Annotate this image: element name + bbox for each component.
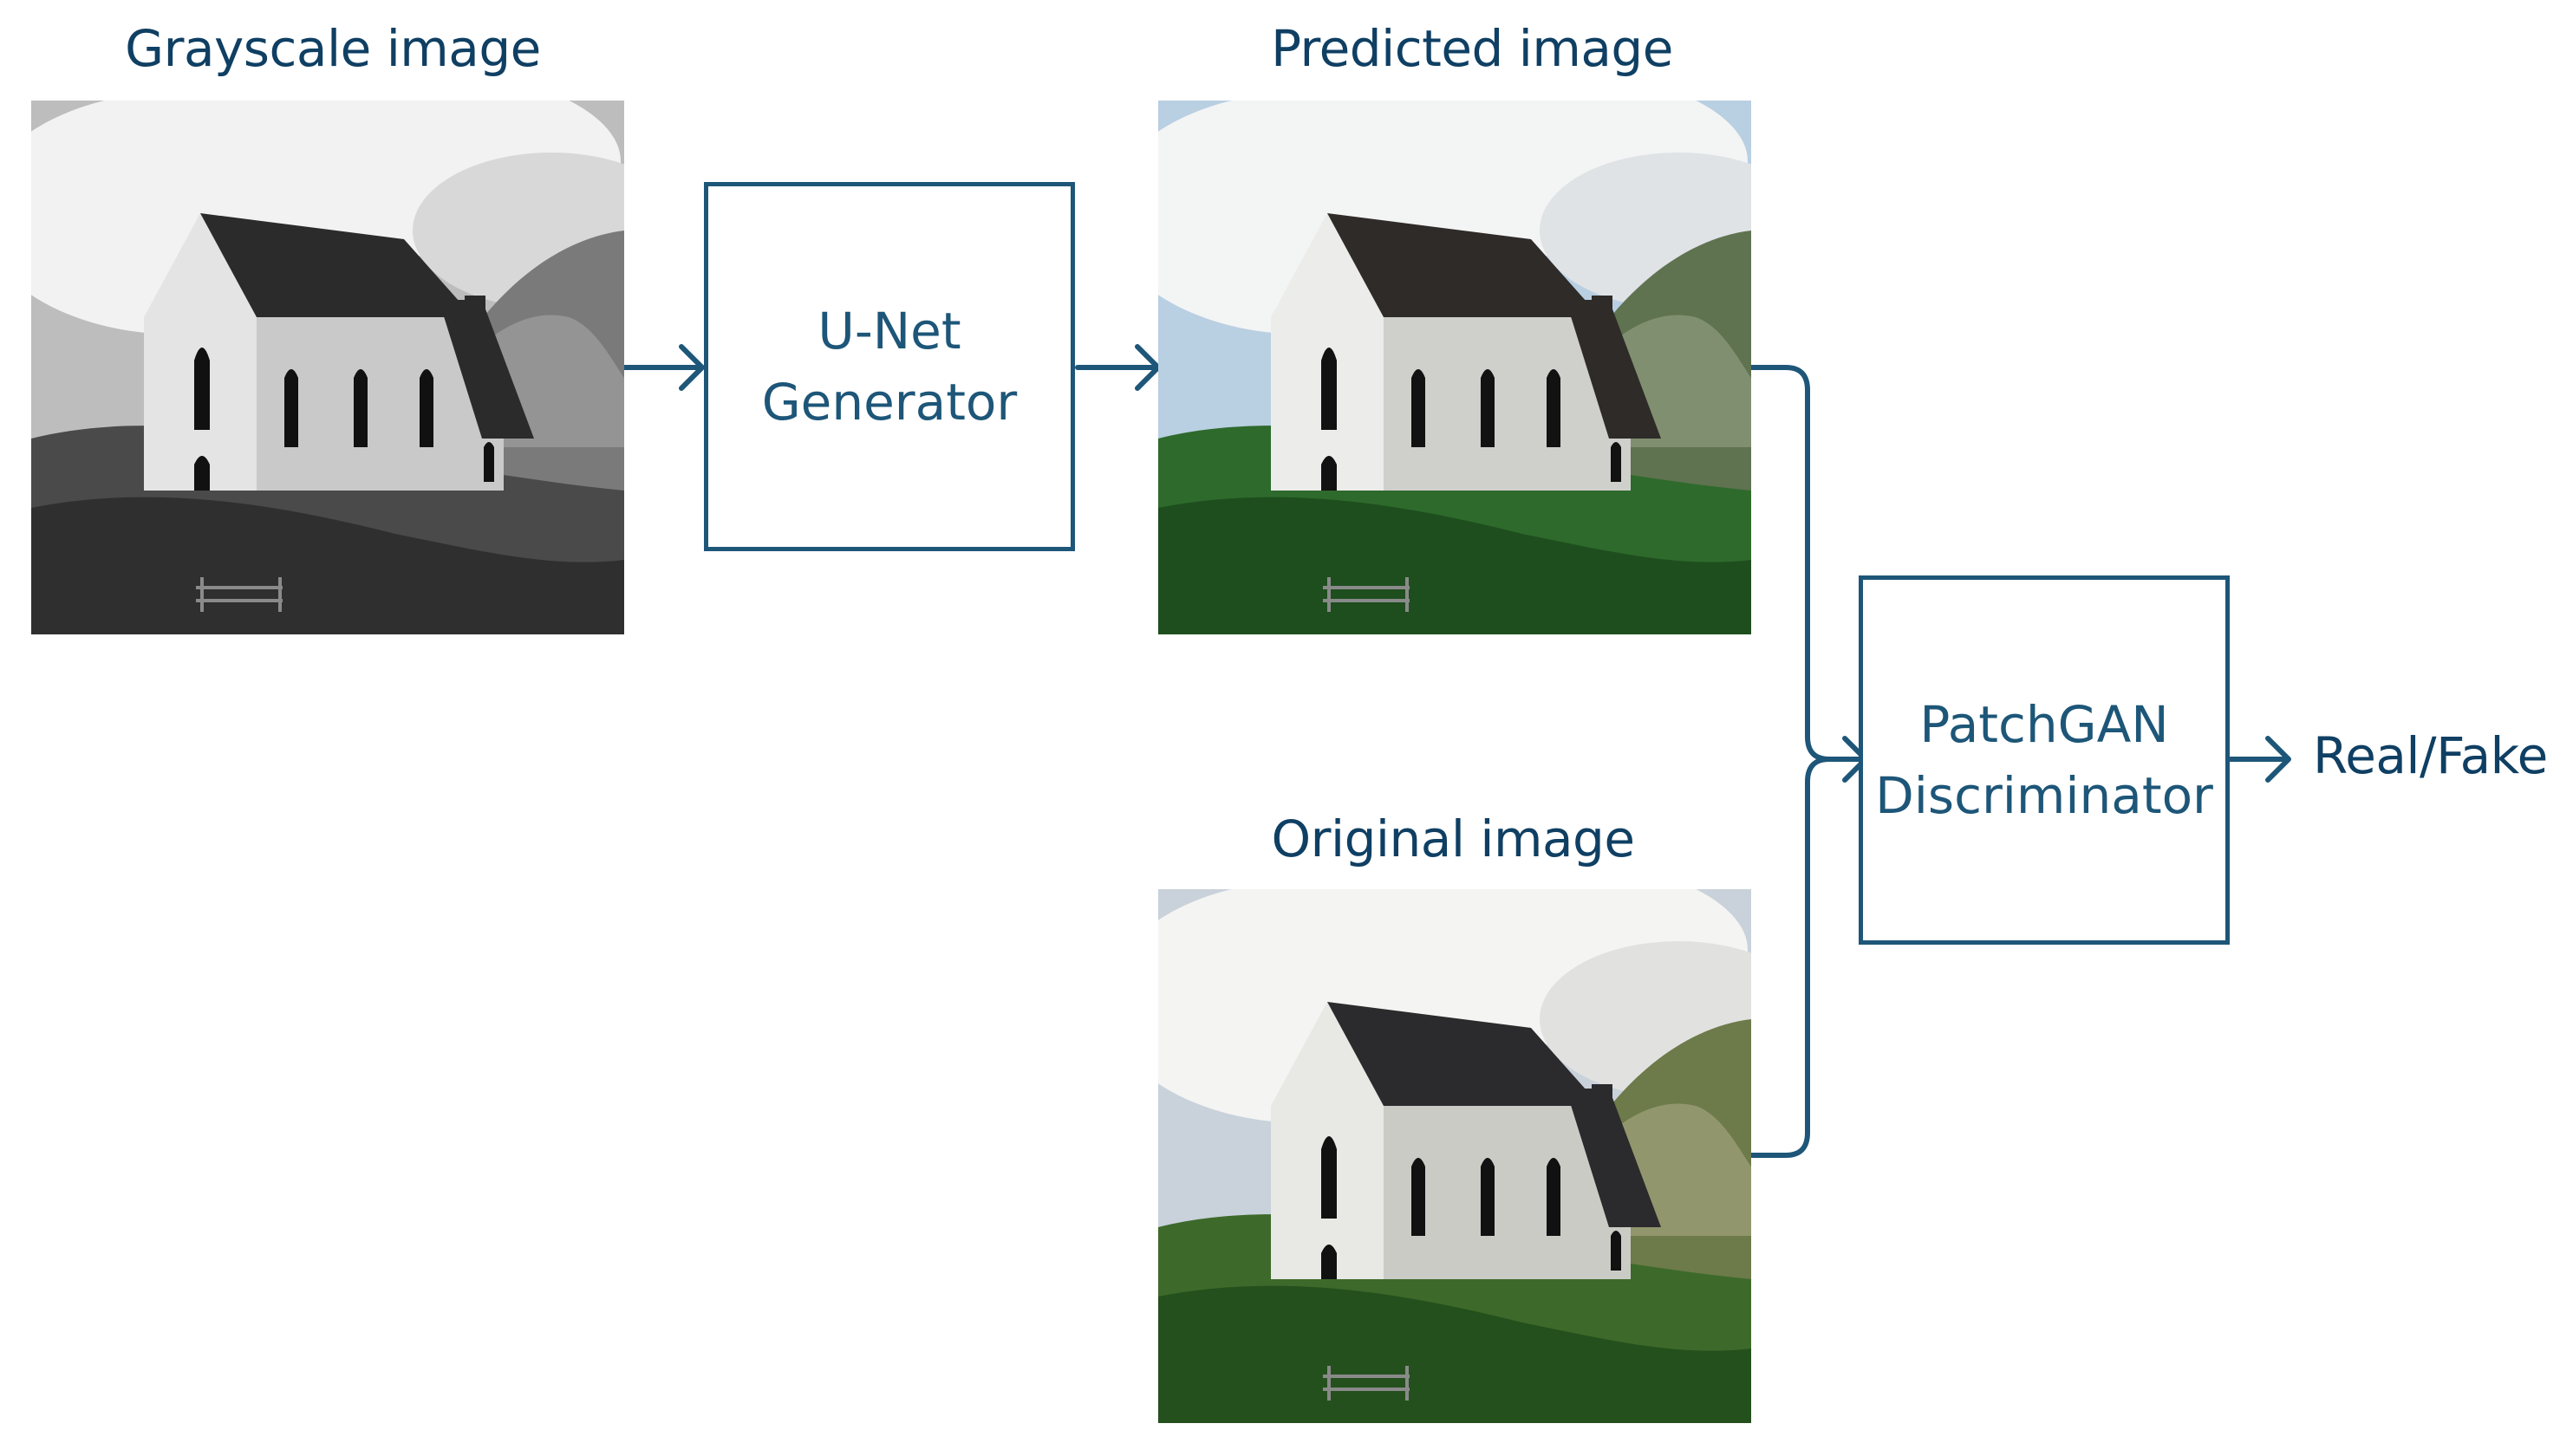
generator-line-1: U-Net: [817, 302, 961, 361]
discriminator-line-2: Discriminator: [1875, 766, 2213, 825]
predicted-image-label: Predicted image: [1271, 19, 1673, 78]
predicted-image: [1158, 101, 1751, 634]
unet-generator-box: U-Net Generator: [704, 182, 1075, 551]
output-label: Real/Fake: [2313, 726, 2548, 785]
discriminator-line-1: PatchGAN: [1919, 695, 2169, 754]
grayscale-image: [31, 101, 624, 634]
arrow-original-to-discriminator: [1749, 757, 1832, 1158]
original-image: [1158, 889, 1751, 1423]
arrow-head-1: [679, 344, 705, 391]
grayscale-image-label: Grayscale image: [125, 19, 541, 78]
patchgan-discriminator-box: PatchGAN Discriminator: [1859, 575, 2230, 945]
arrow-head-2: [1135, 344, 1161, 391]
arrow-head-4: [2265, 736, 2291, 783]
generator-line-2: Generator: [761, 373, 1018, 432]
original-image-label: Original image: [1271, 809, 1635, 868]
arrow-predicted-to-discriminator: [1749, 365, 1865, 762]
